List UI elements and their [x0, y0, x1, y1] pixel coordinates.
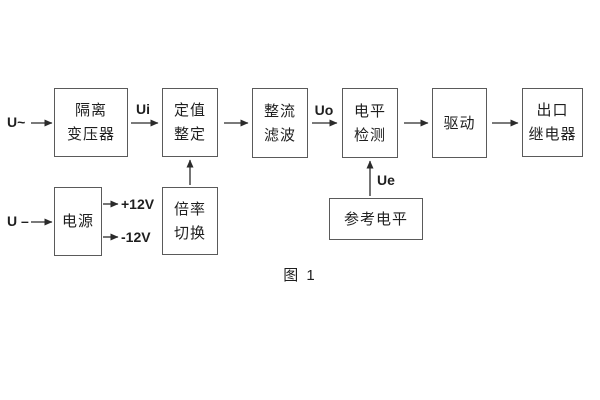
signal-label-plus12v: +12V	[121, 196, 155, 212]
block-label: 电平	[353, 102, 386, 120]
block-label: 整流	[263, 102, 296, 120]
block-label: 电源	[61, 213, 94, 230]
block-rectifier-filter: 整流 滤波	[252, 88, 308, 158]
block-output-relay: 出口 继电器	[522, 88, 583, 157]
block-setting-adjust: 定值 整定	[162, 88, 218, 157]
block-label: 整定	[173, 126, 206, 143]
block-label: 出口	[536, 102, 569, 119]
block-label: 参考电平	[343, 210, 408, 228]
block-power-supply: 电源	[54, 187, 102, 256]
block-drive: 驱动	[432, 88, 487, 158]
signal-label-ui: Ui	[136, 101, 150, 117]
block-isolation-transformer: 隔离 变压器	[54, 88, 128, 157]
figure-caption: 图 1	[283, 267, 317, 284]
signal-label-uo: Uo	[314, 102, 334, 118]
input-label-ac: U~	[7, 114, 26, 130]
block-label: 继电器	[528, 126, 577, 143]
block-label: 变压器	[66, 126, 115, 143]
block-label: 滤波	[263, 126, 296, 144]
block-reference-level: 参考电平	[329, 198, 423, 240]
block-label: 切换	[173, 224, 206, 242]
signal-label-minus12v: -12V	[121, 229, 151, 245]
block-label: 检测	[353, 126, 386, 144]
input-label-dc: U –	[7, 213, 29, 229]
signal-label-ue: Ue	[377, 172, 395, 188]
block-label: 驱动	[443, 114, 476, 132]
block-label: 定值	[173, 102, 206, 119]
block-label: 隔离	[74, 102, 107, 119]
block-label: 倍率	[173, 200, 206, 218]
block-level-detect: 电平 检测	[342, 88, 398, 158]
block-ratio-switch: 倍率 切换	[162, 187, 218, 255]
